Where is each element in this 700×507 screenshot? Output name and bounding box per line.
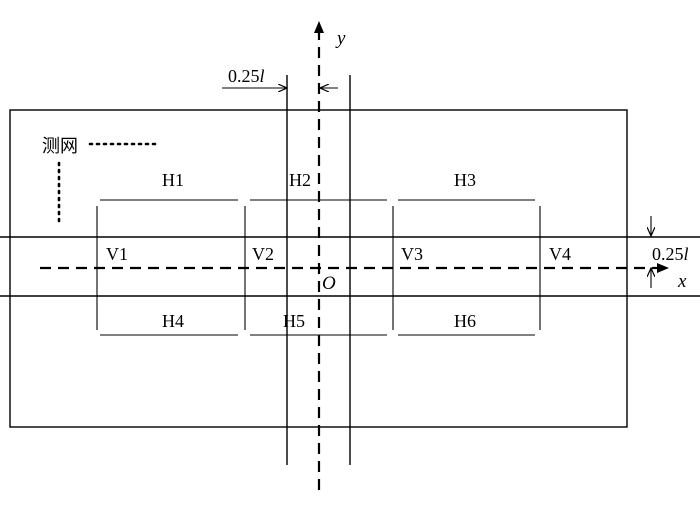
h6-label: H6 [454,311,476,331]
v1-label: V1 [106,244,128,264]
width-dim-label: 0.25l [228,66,265,86]
probe-grid-label: 测网 [42,136,78,157]
h4-label: H4 [162,311,184,331]
v2-label: V2 [252,244,274,264]
v4-label: V4 [549,244,571,264]
h2-label: H2 [289,170,311,190]
h3-label: H3 [454,170,476,190]
h5-label: H5 [283,311,305,331]
height-dim-label: 0.25l [652,244,689,264]
y-axis-label: y [335,28,346,49]
origin-label: O [322,273,336,294]
x-axis-label: x [677,271,687,292]
v3-label: V3 [401,244,423,264]
h1-label: H1 [162,170,184,190]
